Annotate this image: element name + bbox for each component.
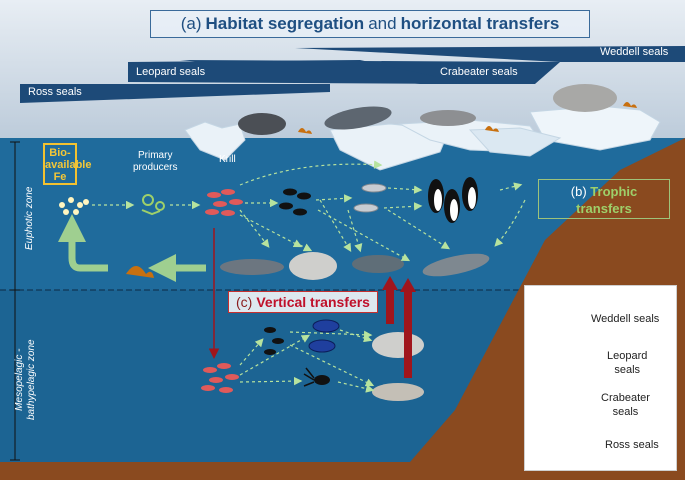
primary-producers-label: Primary producers: [133, 150, 177, 174]
ice-floe: [184, 121, 246, 161]
weddell-seal-on-ice: [553, 84, 617, 112]
feces-water: [126, 266, 154, 278]
vertical-prefix: (c): [236, 294, 253, 310]
legend-crabeater-label: Crabeater seals: [601, 391, 650, 419]
ross-seal-on-ice: [238, 113, 286, 135]
weddell-seal-deep: [372, 332, 424, 358]
bioavailable-fe-box: Bio- available Fe: [43, 143, 92, 185]
title-prefix: (a): [180, 14, 202, 33]
leopard-band: [128, 60, 470, 84]
meso-line2: bathypelagic zone: [26, 339, 37, 420]
feces: [485, 126, 499, 132]
feces: [623, 102, 637, 108]
legend-crabeater-line1: Crabeater: [601, 392, 650, 404]
legend: Weddell seals Leopard seals Crabeater se…: [524, 285, 677, 471]
weddell-band: [295, 46, 685, 62]
ross-seal: [352, 255, 404, 273]
krill-surface: [205, 189, 243, 216]
trophic-transfers-box: (b) Trophic transfers: [538, 179, 670, 219]
primary-line2: producers: [133, 162, 178, 173]
title-part1: Habitat segregation: [205, 14, 365, 33]
seals-euphotic: [220, 252, 490, 280]
legend-weddell-label: Weddell seals: [591, 313, 660, 325]
crabeater-seal-on-ice: [420, 110, 476, 126]
band-label-weddell: Weddell seals: [600, 46, 669, 58]
primary-line1: Primary: [138, 150, 173, 161]
seabed: [0, 138, 685, 480]
iron-particles: [59, 197, 89, 215]
seals-on-ice: [238, 84, 637, 135]
weddell-seal: [289, 252, 337, 280]
legend-crabeater-line2: seals: [612, 406, 639, 418]
vertical-arrow-shaft: [404, 290, 412, 378]
vertical-arrows: [208, 228, 416, 378]
fish-group-surface: [279, 188, 311, 216]
legend-leopard-line1: Leopard: [607, 350, 648, 362]
recycling-arrows: [58, 214, 206, 282]
feces: [298, 128, 312, 134]
fe-line3: Fe: [53, 171, 67, 183]
crabeater-seal-deep: [372, 383, 424, 401]
penguins: [428, 177, 478, 223]
leopard-seal-2: [422, 253, 490, 277]
band-label-crabeater: Crabeater seals: [440, 66, 518, 78]
vertical-transfers-box: (c) Vertical transfers: [228, 291, 378, 313]
krill-label: Krill: [219, 154, 236, 165]
fe-line1: Bio-: [49, 147, 71, 159]
legend-ross-label: Ross seals: [605, 439, 659, 451]
title-part2: horizontal transfers: [400, 14, 560, 33]
title-connector: and: [368, 14, 397, 33]
blue-fish: [308, 319, 340, 353]
habitat-title: (a) Habitat segregation and horizontal t…: [150, 10, 590, 38]
trophic-word2: transfers: [576, 201, 632, 216]
band-label-leopard: Leopard seals: [136, 66, 206, 78]
ice-floes: [184, 105, 661, 171]
leopard-seal-on-ice: [324, 106, 392, 130]
legend-leopard-label: Leopard seals: [607, 349, 647, 377]
depth-axis: [10, 141, 20, 461]
meso-line1: Mesopelagic -: [14, 348, 25, 411]
vertical-arrow-head: [400, 278, 416, 292]
silver-fish: [353, 183, 387, 213]
vertical-text: Vertical transfers: [256, 294, 370, 310]
habitat-bands: [20, 46, 685, 103]
leopard-seal: [220, 259, 284, 275]
vertical-arrow-head: [382, 276, 398, 290]
euphotic-zone-label: Euphotic zone: [24, 186, 35, 250]
krill-deep: [201, 363, 239, 393]
fe-line2: available: [45, 159, 92, 171]
vertical-arrow-shaft: [386, 288, 394, 324]
legend-leopard-line2: seals: [614, 364, 641, 376]
band-label-ross: Ross seals: [28, 86, 82, 98]
trophic-arrows: [92, 160, 526, 393]
ice-floe: [329, 123, 446, 171]
ross-band: [20, 84, 330, 103]
mesopelagic-zone-label: Mesopelagic - bathypelagic zone: [14, 339, 38, 420]
primary-producers: [141, 194, 165, 216]
fish-group-deep: [264, 327, 284, 355]
squid: [303, 367, 330, 387]
trophic-prefix: (b): [570, 184, 587, 199]
ice-floe: [468, 127, 562, 157]
trophic-word1: Trophic: [590, 184, 638, 199]
